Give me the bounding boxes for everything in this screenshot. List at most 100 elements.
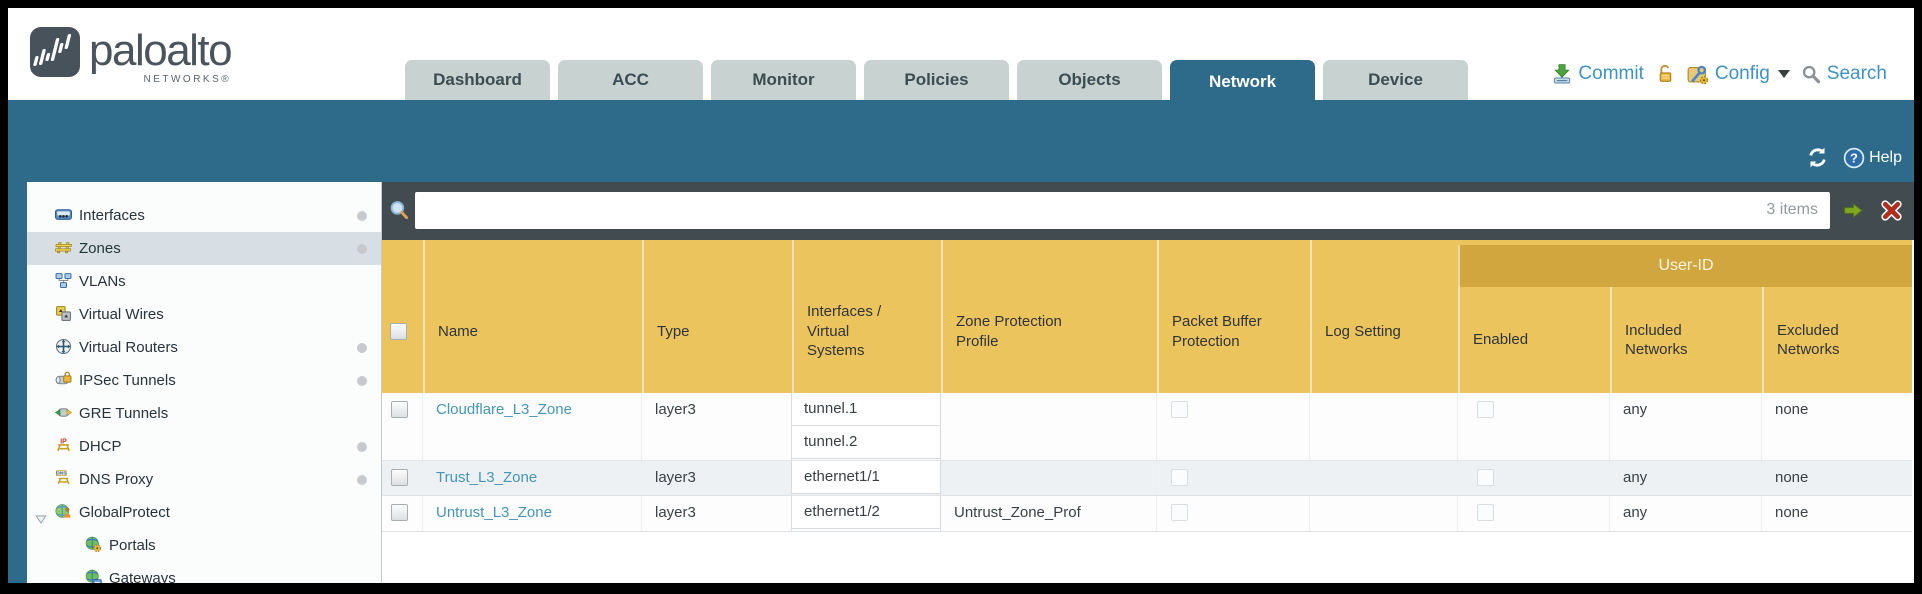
sidebar-item-portals[interactable]: Portals <box>27 529 381 562</box>
globalprotect-icon <box>55 499 72 518</box>
search-icon <box>1801 64 1822 85</box>
column-header-label: Packet Buffer Protection <box>1172 313 1262 350</box>
sidebar-item-label: GRE Tunnels <box>79 405 169 422</box>
interface-item[interactable]: tunnel.2 <box>792 426 940 459</box>
zones-icon <box>54 235 72 254</box>
user-id-enabled-checkbox[interactable] <box>1477 401 1494 418</box>
column-header-included-networks[interactable]: Included Networks <box>1610 287 1762 393</box>
zone-protection-profile-cell: Untrust_Zone_Prof <box>941 496 1157 531</box>
tab-policies[interactable]: Policies <box>864 60 1009 100</box>
zone-protection-profile-cell <box>941 393 1157 460</box>
user-id-enabled-checkbox[interactable] <box>1477 469 1494 486</box>
column-header-packet-buffer-protection[interactable]: Packet Buffer Protection <box>1157 240 1310 393</box>
sidebar-item-dns-proxy[interactable]: DNS DNS Proxy <box>27 463 381 496</box>
sidebar-item-label: VLANs <box>79 273 126 290</box>
lock-icon[interactable] <box>1655 64 1676 85</box>
chevron-expanded-icon[interactable] <box>34 505 48 524</box>
sidebar-item-vlans[interactable]: VLANs <box>27 265 381 298</box>
apply-filter-button[interactable] <box>1842 199 1865 222</box>
tab-network[interactable]: Network <box>1170 60 1315 104</box>
select-all-checkbox[interactable] <box>390 323 407 340</box>
interface-item[interactable]: ethernet1/2 <box>792 496 940 529</box>
user-id-enabled-cell <box>1458 461 1610 495</box>
commit-label: Commit <box>1578 63 1644 84</box>
sidebar-item-label: Gateways <box>109 570 176 583</box>
row-checkbox[interactable] <box>391 504 408 521</box>
zone-name-link[interactable]: Trust_L3_Zone <box>436 469 538 486</box>
dns-proxy-icon: DNS <box>55 466 72 485</box>
interfaces-icon <box>55 202 72 220</box>
row-checkbox[interactable] <box>391 401 408 418</box>
sidebar-item-label: GlobalProtect <box>79 504 170 521</box>
packet-buffer-checkbox[interactable] <box>1171 469 1188 486</box>
column-header-excluded-networks[interactable]: Excluded Networks <box>1762 287 1912 393</box>
item-status-dot <box>357 244 367 254</box>
packet-buffer-checkbox[interactable] <box>1171 401 1188 418</box>
log-setting-cell <box>1310 393 1458 460</box>
sidebar-item-gateways[interactable]: Gateways <box>27 562 381 583</box>
search-label: Search <box>1826 63 1887 84</box>
user-id-group-header: User-ID <box>1458 245 1912 287</box>
packet-buffer-checkbox[interactable] <box>1171 504 1188 521</box>
sidebar-item-label: Virtual Wires <box>79 306 164 323</box>
column-header-label: Included Networks <box>1625 321 1688 359</box>
column-header-label: Enabled <box>1473 331 1529 349</box>
interface-item[interactable]: tunnel.1 <box>792 393 940 426</box>
sidebar-item-gre-tunnels[interactable]: GRE Tunnels <box>27 397 381 430</box>
packet-buffer-protection-cell <box>1157 393 1310 460</box>
column-header-zone-protection-profile[interactable]: Zone Protection Profile <box>941 240 1157 393</box>
svg-text:IP: IP <box>60 438 67 445</box>
sidebar-left-strip <box>8 182 27 583</box>
item-status-dot <box>357 211 367 221</box>
zone-name-link[interactable]: Cloudflare_L3_Zone <box>436 401 572 418</box>
commit-button[interactable]: Commit <box>1551 63 1644 85</box>
item-status-dot <box>357 343 367 353</box>
user-id-enabled-cell <box>1458 393 1610 460</box>
vlans-icon <box>55 268 72 289</box>
column-header-label: Name <box>438 322 479 340</box>
clear-filter-button[interactable] <box>1880 199 1903 222</box>
zone-type-cell: layer3 <box>642 496 792 531</box>
item-status-dot <box>357 475 367 485</box>
user-id-enabled-cell <box>1458 496 1610 531</box>
header-checkbox-cell <box>382 240 423 393</box>
column-header-type[interactable]: Type <box>642 240 792 393</box>
column-header-name[interactable]: Name <box>423 240 642 393</box>
sidebar-item-virtual-wires[interactable]: Virtual Wires <box>27 298 381 331</box>
zone-name-link[interactable]: Untrust_L3_Zone <box>436 504 552 521</box>
filter-input[interactable] <box>421 192 1745 231</box>
ipsec-tunnels-icon <box>55 367 72 385</box>
sidebar-item-virtual-routers[interactable]: Virtual Routers <box>27 331 381 364</box>
refresh-icon[interactable] <box>1806 146 1829 169</box>
row-checkbox[interactable] <box>391 469 408 486</box>
item-status-dot <box>357 376 367 386</box>
log-setting-cell <box>1310 461 1458 495</box>
tab-objects[interactable]: Objects <box>1017 60 1162 100</box>
tab-monitor[interactable]: Monitor <box>711 60 856 100</box>
user-id-enabled-checkbox[interactable] <box>1477 504 1494 521</box>
column-header-interfaces-virtual-systems[interactable]: Interfaces / Virtual Systems <box>792 240 941 393</box>
sidebar-item-globalprotect[interactable]: GlobalProtect <box>27 496 381 529</box>
help-button[interactable]: ? Help <box>1843 147 1902 169</box>
sidebar-item-zones[interactable]: Zones <box>27 232 381 265</box>
tab-device[interactable]: Device <box>1323 60 1468 100</box>
search-button[interactable]: Search <box>1801 63 1887 85</box>
column-header-label: Excluded Networks <box>1777 321 1840 359</box>
svg-text:DNS: DNS <box>56 471 67 477</box>
logo-text: paloalto NETWORKS® <box>89 26 233 85</box>
config-button[interactable]: Config <box>1687 63 1790 86</box>
paloalto-logo: paloalto NETWORKS® <box>25 26 233 85</box>
column-header-enabled[interactable]: Enabled <box>1458 287 1610 393</box>
tab-acc[interactable]: ACC <box>558 60 703 100</box>
sidebar-item-interfaces[interactable]: Interfaces <box>27 199 381 232</box>
portals-icon <box>85 532 102 553</box>
column-header-log-setting[interactable]: Log Setting <box>1310 240 1458 393</box>
row-select-cell <box>382 461 423 495</box>
sidebar-item-label: DNS Proxy <box>79 471 154 488</box>
interface-item[interactable]: ethernet1/1 <box>792 461 940 494</box>
log-setting-cell <box>1310 496 1458 531</box>
tab-dashboard[interactable]: Dashboard <box>405 60 550 100</box>
sidebar-item-ipsec-tunnels[interactable]: IPSec Tunnels <box>27 364 381 397</box>
